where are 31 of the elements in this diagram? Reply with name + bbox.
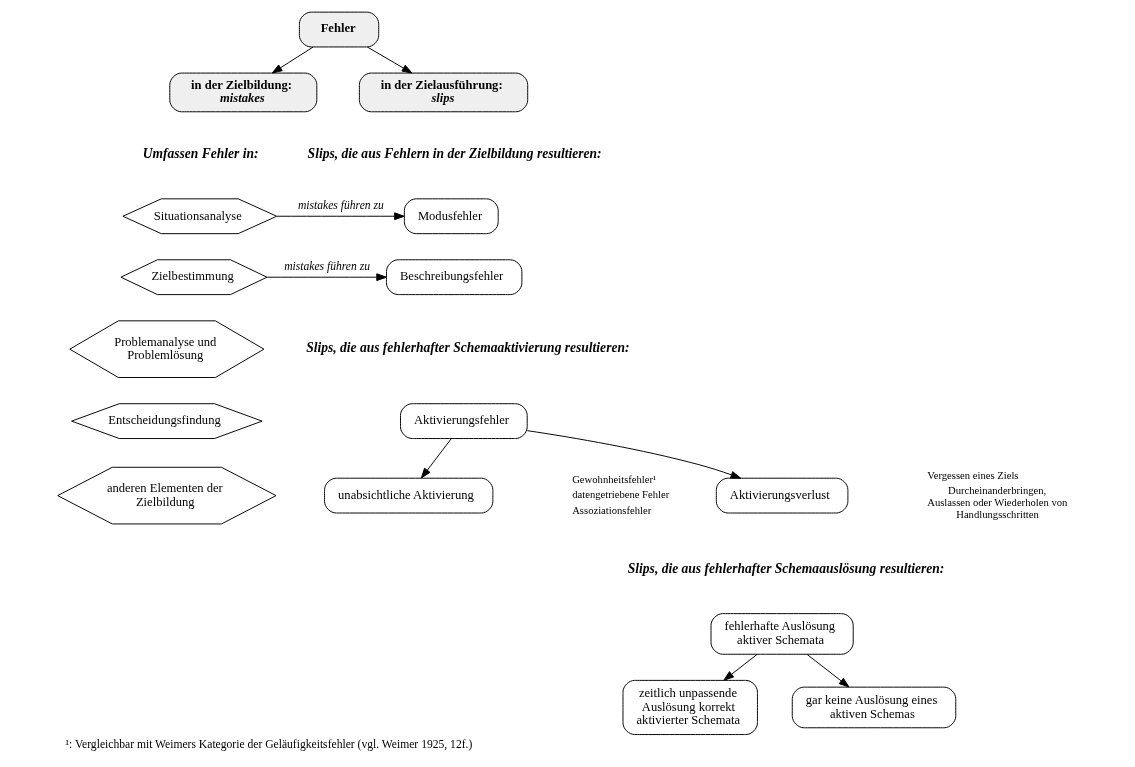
node-box: Beschreibungsfehler: [385, 259, 522, 296]
arrow: [722, 654, 757, 681]
node-box: unabsichtliche Aktivierung: [323, 477, 493, 514]
node-box: Modusfehler: [403, 198, 499, 235]
caption: ¹: Vergleichbar mit Weimers Kategorie der Geläufigkeitsfehler (vgl. Weimer 1925, 12f.): [65, 737, 472, 751]
label: Slips, die aus fehlerhafter Schemaaktivierung resultieren:: [305, 339, 629, 355]
node-box: gar keine Auslösung eines aktiven Schemas: [791, 686, 956, 729]
arrow: [420, 438, 452, 479]
edge-label: mistakes führen zu: [283, 260, 370, 274]
arrow: [266, 273, 387, 282]
node-box: fehlerhafte Auslösung aktiver Schemata: [710, 613, 854, 655]
label: Slips, die aus fehlerhafter Schemaauslösung resultieren:: [627, 560, 944, 576]
arrow: [806, 654, 849, 688]
arrow: [271, 46, 314, 74]
node-label: Gewohnheitsfehler¹: [571, 473, 656, 485]
node-box: Aktivierungsverlust: [715, 477, 848, 514]
node-label: Durcheinanderbringen, Auslassen oder Wiederholen von Handlungsschritten: [926, 485, 1067, 520]
node-box: Aktivierungsfehler: [399, 403, 528, 440]
node-box: Fehler: [298, 11, 379, 48]
arrow: [526, 430, 741, 479]
arrow: [366, 46, 412, 74]
node-box: zeitlich unpassende Auslösung korrekt aktivierter Schemata: [622, 679, 758, 736]
node-box: in der Zielbildung: mistakes: [168, 72, 317, 113]
node-label: Vergessen eines Ziels: [926, 469, 1018, 481]
edge-label: mistakes führen zu: [297, 199, 384, 213]
arrow: [275, 212, 405, 221]
node-label: Assoziationsfehler: [571, 504, 651, 516]
label: Slips, die aus Fehlern in der Zielbildung resultieren:: [307, 145, 602, 161]
node-label: datengetriebene Fehler: [571, 489, 669, 501]
label: Umfassen Fehler in:: [142, 145, 258, 161]
node-box: in der Zielausführung: slips: [358, 72, 528, 113]
